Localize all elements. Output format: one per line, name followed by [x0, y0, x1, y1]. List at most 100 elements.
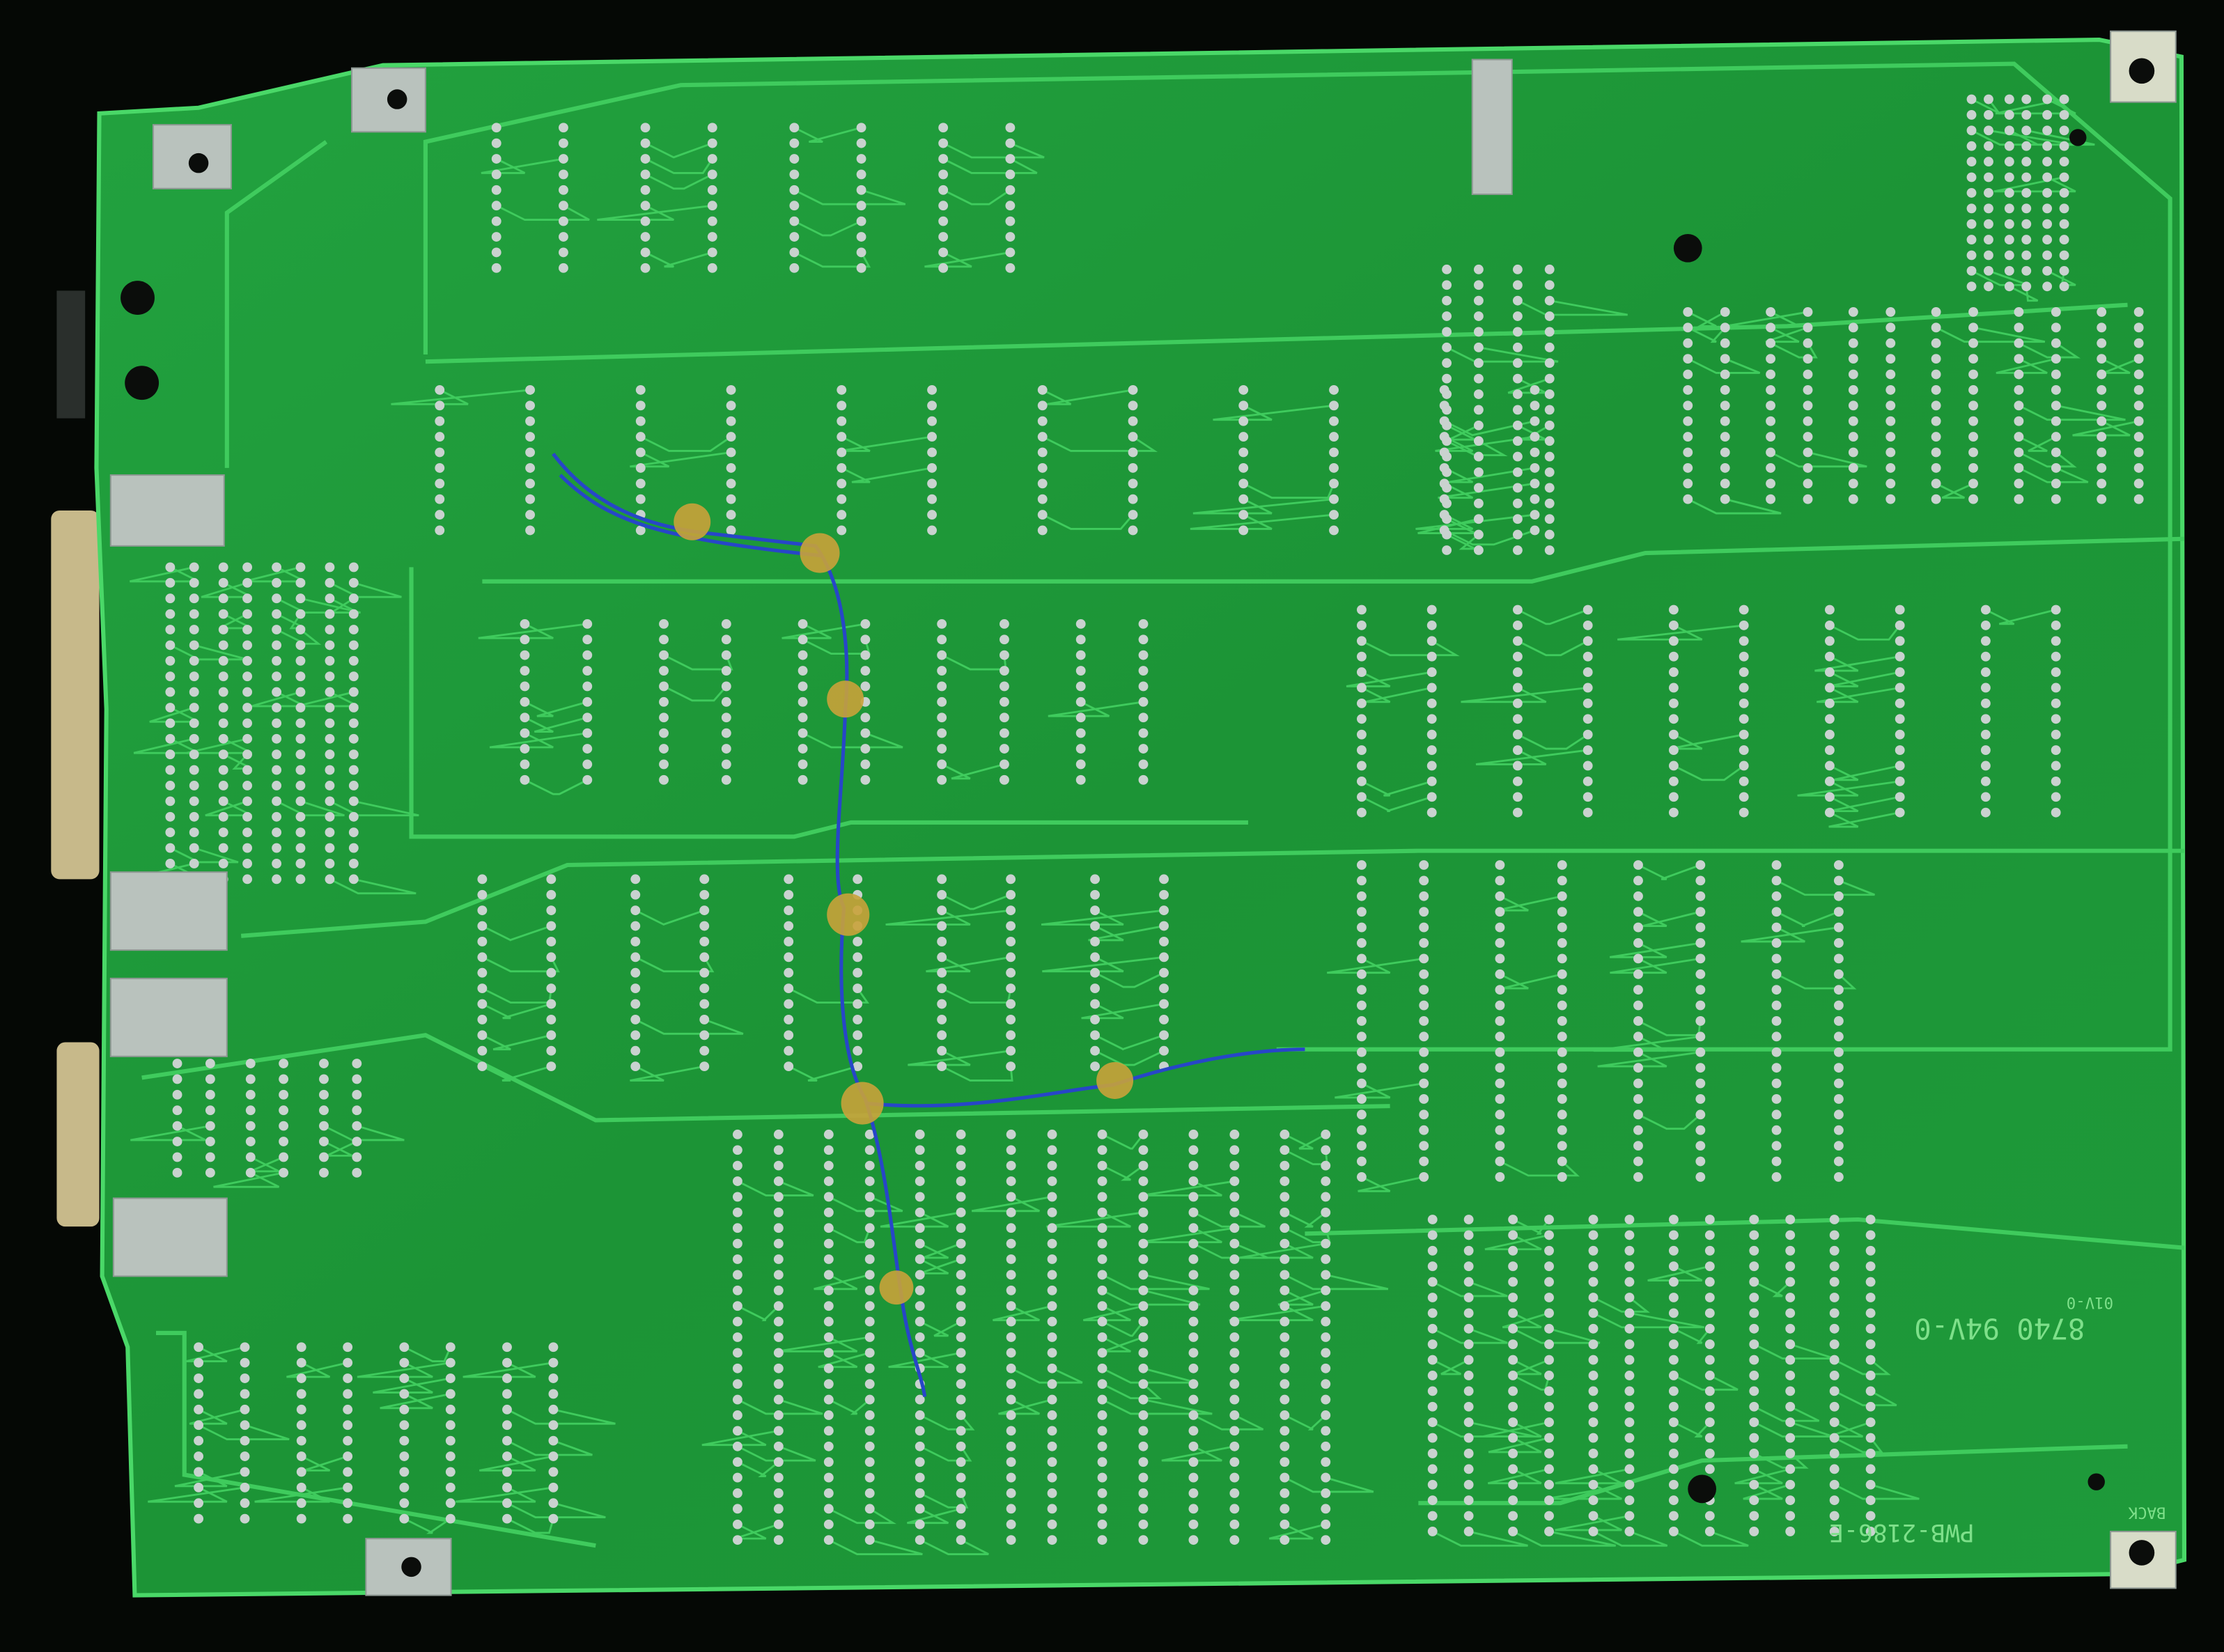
solder-pad — [272, 640, 282, 650]
solder-pad — [915, 1270, 925, 1280]
trace — [1828, 671, 1900, 687]
solder-pad — [1544, 1339, 1554, 1350]
solder-pad — [205, 1059, 215, 1068]
solder-pad — [726, 478, 736, 489]
solder-pad — [1544, 264, 1555, 274]
solder-pad — [1895, 714, 1905, 724]
solder-pad — [864, 1394, 875, 1405]
solder-pad — [1512, 405, 1523, 415]
solder-pad — [1512, 698, 1523, 708]
solder-pad — [798, 774, 808, 785]
trace — [328, 597, 359, 614]
solder-pad — [1771, 907, 1782, 917]
solder-pad — [272, 718, 282, 728]
solder-pad — [1633, 891, 1643, 901]
solder-pad — [272, 609, 282, 619]
solder-pad — [240, 1482, 250, 1493]
trace — [971, 1196, 1052, 1213]
solder-pad — [1557, 1031, 1567, 1042]
solder-pad — [1544, 1386, 1554, 1396]
solder-pad — [1097, 1160, 1107, 1171]
solder-pad — [732, 1176, 742, 1186]
solder-pad — [1583, 683, 1593, 693]
solder-pad — [1047, 1519, 1057, 1529]
solder-pad — [1829, 1371, 1840, 1380]
trace — [1361, 640, 1460, 657]
solder-pad — [1321, 1145, 1331, 1155]
solder-pad — [1097, 1441, 1107, 1451]
solder-pad — [1980, 636, 1991, 646]
solder-pad — [325, 765, 335, 775]
solder-pad — [1848, 369, 1858, 380]
solder-pad — [279, 1137, 289, 1146]
trace — [130, 566, 199, 583]
solder-pad — [856, 216, 866, 226]
solder-pad — [915, 1472, 925, 1483]
solder-pad — [1090, 1061, 1100, 1072]
solder-pad — [218, 765, 228, 775]
solder-pad — [1097, 1316, 1107, 1327]
solder-pad — [721, 650, 731, 660]
solder-pad — [1544, 1479, 1554, 1490]
solder-pad — [1138, 1238, 1149, 1249]
solder-pad — [1984, 265, 1993, 276]
solder-pad — [2004, 94, 2014, 104]
solder-pad — [630, 952, 641, 963]
solder-pad — [630, 999, 641, 1009]
trace — [391, 389, 531, 405]
solder-pad — [1280, 1129, 1290, 1139]
solder-pad — [272, 765, 282, 775]
trace — [1829, 765, 1900, 781]
solder-pad — [2004, 265, 2014, 276]
solder-pad — [1427, 1308, 1438, 1318]
solder-pad — [1984, 250, 1993, 260]
solder-pad — [1047, 1363, 1057, 1373]
solder-pad — [837, 384, 847, 395]
trace — [1094, 972, 1165, 988]
solder-pad — [937, 967, 947, 978]
solder-pad — [864, 1348, 875, 1358]
solder-pad — [864, 1535, 875, 1545]
solder-pad — [773, 1379, 784, 1389]
trace — [1993, 176, 2076, 193]
trace — [481, 1065, 552, 1082]
trace — [630, 1065, 705, 1082]
solder-pad — [915, 1223, 925, 1233]
solder-pad — [546, 967, 557, 978]
solder-pad — [1624, 1449, 1635, 1458]
solder-pad — [956, 1504, 966, 1514]
solder-pad — [435, 432, 445, 442]
solder-pad — [319, 1105, 329, 1116]
solder-pad — [242, 733, 253, 744]
solder-pad — [1329, 432, 1339, 442]
solder-pad — [1829, 1495, 1840, 1506]
silkscreen-labels: 8740 94V-0 01V-0 PWB-2186-E BACK — [1829, 1293, 2165, 1546]
solder-pad — [1128, 525, 1138, 536]
trace — [1192, 1414, 1264, 1431]
solder-pad — [2051, 807, 2061, 818]
solder-pad — [784, 889, 794, 900]
solder-pad — [1544, 1371, 1554, 1380]
solder-pad — [860, 759, 871, 770]
trace — [189, 1408, 245, 1425]
solder-pad — [502, 1467, 512, 1477]
solder-pad — [548, 1389, 559, 1399]
solder-pad — [295, 640, 306, 650]
solder-pad — [1463, 1308, 1474, 1318]
solder-pad — [2042, 141, 2053, 151]
solder-pad — [837, 447, 847, 458]
solder-pad — [1668, 1323, 1679, 1334]
trace — [1446, 533, 1479, 550]
solder-pad — [1766, 432, 1775, 442]
solder-pad — [1668, 1293, 1679, 1302]
solder-pad — [659, 650, 669, 660]
solder-pad — [1006, 1301, 1016, 1311]
solder-pad — [1803, 322, 1813, 333]
solder-pad — [937, 1061, 947, 1072]
solder-pad — [2004, 281, 2014, 292]
solder-pad — [1848, 416, 1858, 426]
trace — [1046, 1211, 1144, 1228]
trace — [828, 1398, 871, 1415]
solder-pad — [927, 510, 937, 520]
solder-pad — [1803, 369, 1813, 380]
